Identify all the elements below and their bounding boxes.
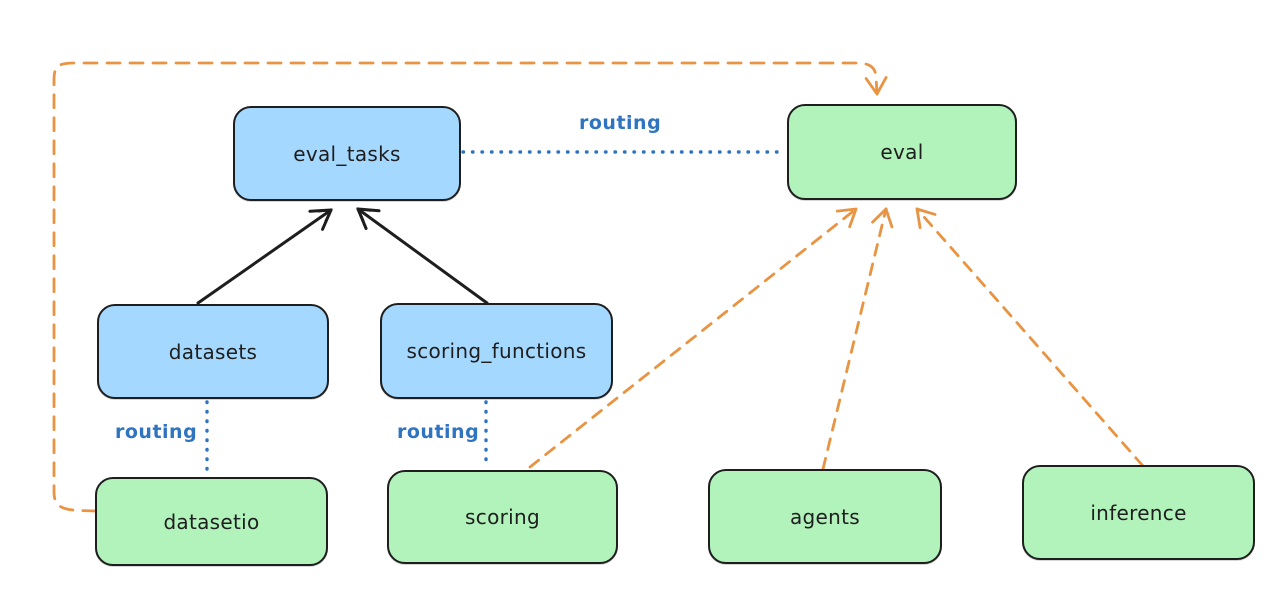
node-eval-tasks-label: eval_tasks bbox=[293, 141, 401, 166]
node-eval-tasks: eval_tasks bbox=[233, 106, 461, 201]
routing-label-eval-tasks-eval: routing bbox=[579, 112, 662, 134]
edge-datasetio-to-eval bbox=[52, 61, 888, 513]
node-datasetio: datasetio bbox=[95, 477, 328, 566]
edge-datasets-to-eval-tasks bbox=[196, 208, 333, 305]
node-datasetio-label: datasetio bbox=[163, 509, 260, 534]
routing-label-scoring-functions-scoring: routing bbox=[397, 421, 480, 443]
node-datasets-label: datasets bbox=[168, 339, 258, 364]
node-scoring-functions-label: scoring_functions bbox=[406, 339, 587, 363]
edge-scoring-functions-to-eval-tasks bbox=[356, 207, 489, 305]
node-scoring-functions: scoring_functions bbox=[380, 303, 613, 399]
edge-scoring-to-eval bbox=[528, 207, 858, 469]
node-scoring: scoring bbox=[387, 470, 618, 564]
node-datasets: datasets bbox=[97, 304, 329, 399]
node-inference: inference bbox=[1022, 465, 1255, 560]
edge-agents-to-eval bbox=[821, 207, 894, 471]
node-inference-label: inference bbox=[1090, 500, 1187, 525]
node-eval-label: eval bbox=[880, 140, 924, 164]
routing-label-datasets-datasetio: routing bbox=[115, 421, 198, 443]
node-agents-label: agents bbox=[790, 504, 860, 529]
node-eval: eval bbox=[787, 104, 1017, 200]
node-agents: agents bbox=[708, 469, 942, 564]
edge-inference-to-eval bbox=[915, 207, 1145, 468]
node-scoring-label: scoring bbox=[465, 505, 540, 529]
